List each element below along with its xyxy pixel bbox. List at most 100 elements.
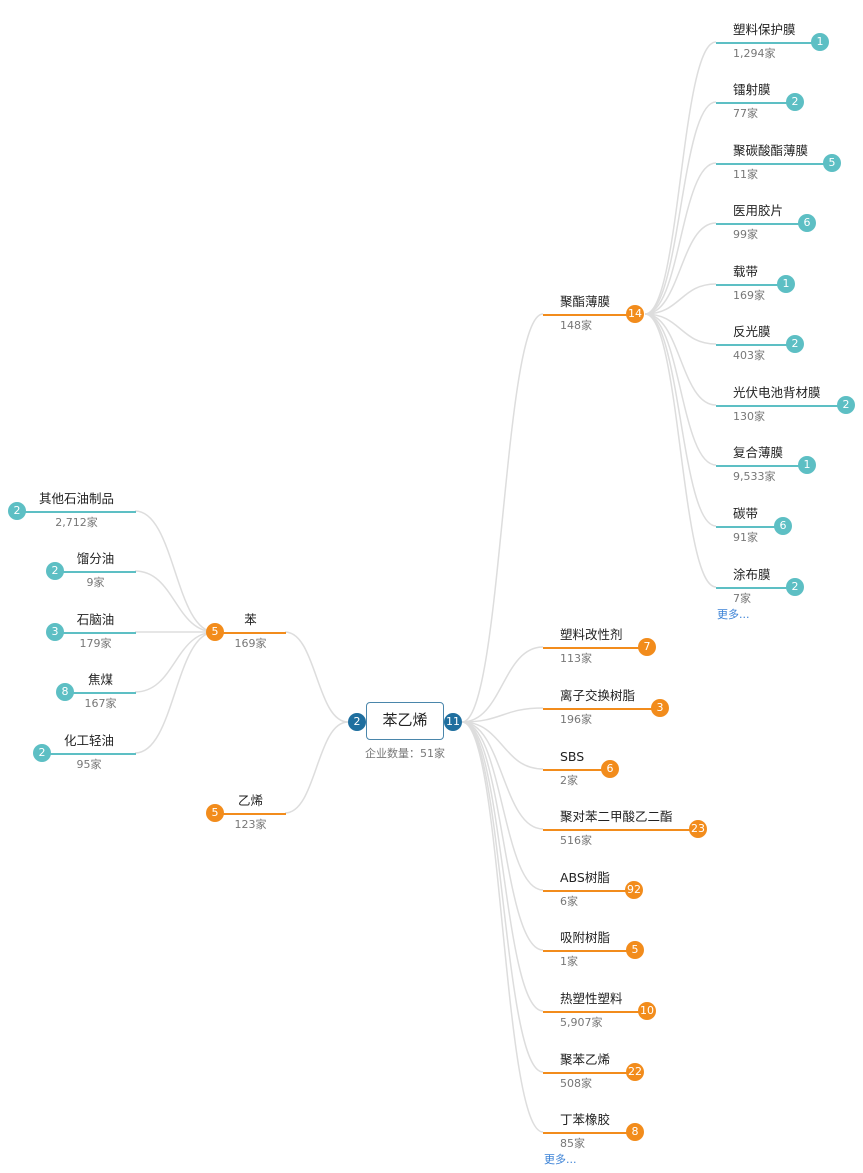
link-root-downstream-7 bbox=[461, 721, 544, 951]
link-downstream-1-child-9 bbox=[644, 313, 717, 527]
downstream-1-child-1-label: 塑料保护膜 bbox=[733, 22, 796, 37]
downstream-1-child-10-badge[interactable]: 2 bbox=[786, 578, 804, 596]
downstream-1-child-1-underline bbox=[716, 42, 820, 44]
link-downstream-1-child-5 bbox=[644, 283, 717, 315]
link-root-downstream-5 bbox=[461, 721, 544, 830]
downstream-node-3-count: 196家 bbox=[560, 713, 592, 726]
downstream-1-child-5-badge[interactable]: 1 bbox=[777, 275, 795, 293]
upstream-1-child-5-badge[interactable]: 2 bbox=[33, 744, 51, 762]
downstream-1-child-3-badge[interactable]: 5 bbox=[823, 154, 841, 172]
upstream-node-2-badge[interactable]: 5 bbox=[206, 804, 224, 822]
downstream-node-6-badge[interactable]: 92 bbox=[625, 881, 643, 899]
downstream-1-child-8-badge[interactable]: 1 bbox=[798, 456, 816, 474]
downstream-node-1-badge[interactable]: 14 bbox=[626, 305, 644, 323]
downstream-1-child-10[interactable]: 涂布膜 7家 bbox=[716, 567, 795, 607]
link-downstream-1-child-8 bbox=[644, 313, 717, 466]
upstream-1-child-2-badge[interactable]: 2 bbox=[46, 562, 64, 580]
downstream-1-child-6-badge[interactable]: 2 bbox=[786, 335, 804, 353]
downstream-node-2-underline bbox=[543, 647, 647, 649]
upstream-1-child-3-count: 179家 bbox=[79, 637, 112, 650]
downstream-node-7-badge[interactable]: 5 bbox=[626, 941, 644, 959]
downstream-node-9-label: 聚苯乙烯 bbox=[560, 1052, 611, 1067]
upstream-node-2-underline bbox=[215, 813, 286, 815]
downstream-1-child-1-count: 1,294家 bbox=[733, 47, 776, 60]
downstream-node-3-badge[interactable]: 3 bbox=[651, 699, 669, 717]
upstream-1-child-2-label: 馏分油 bbox=[76, 551, 115, 566]
downstream-1-child-10-label: 涂布膜 bbox=[733, 567, 771, 582]
upstream-1-child-3-badge[interactable]: 3 bbox=[46, 623, 64, 641]
root-downstream-badge[interactable]: 11 bbox=[444, 713, 462, 731]
link-downstream-1-child-7 bbox=[644, 313, 717, 406]
root-node[interactable]: 苯乙烯 bbox=[366, 702, 444, 740]
link-downstream-1-child-1 bbox=[644, 41, 717, 315]
upstream-node-1-label: 苯 bbox=[244, 612, 257, 627]
link-upstream-1-child-5 bbox=[134, 631, 216, 754]
link-root-upstream-2 bbox=[284, 721, 349, 814]
downstream-1-child-2-underline bbox=[716, 102, 795, 104]
downstream-node-10-badge[interactable]: 8 bbox=[626, 1123, 644, 1141]
downstream-1-child-1[interactable]: 塑料保护膜 1,294家 bbox=[716, 22, 820, 62]
downstream-node-4-underline bbox=[543, 769, 610, 771]
downstream-node-4-badge[interactable]: 6 bbox=[601, 760, 619, 778]
downstream-1-child-3-underline bbox=[716, 163, 832, 165]
link-downstream-1-child-10 bbox=[644, 313, 717, 588]
downstream-node-1-underline bbox=[543, 314, 635, 316]
downstream-1-child-10-count: 7家 bbox=[733, 592, 751, 605]
downstream-1-child-7-badge[interactable]: 2 bbox=[837, 396, 855, 414]
downstream-node-8-badge[interactable]: 10 bbox=[638, 1002, 656, 1020]
upstream-node-2-count: 123家 bbox=[234, 818, 267, 831]
link-root-downstream-4 bbox=[461, 721, 544, 770]
downstream-1-child-2-count: 77家 bbox=[733, 107, 758, 120]
downstream-1-child-4-badge[interactable]: 6 bbox=[798, 214, 816, 232]
downstream-1-child-5-label: 载带 bbox=[733, 264, 759, 279]
upstream-1-child-5-label: 化工轻油 bbox=[63, 733, 114, 748]
downstream-1-child-6-label: 反光膜 bbox=[733, 324, 771, 339]
upstream-1-child-1-badge[interactable]: 2 bbox=[8, 502, 26, 520]
upstream-node-1-badge[interactable]: 5 bbox=[206, 623, 224, 641]
downstream-node-2-badge[interactable]: 7 bbox=[638, 638, 656, 656]
downstream-1-more-link[interactable]: 更多... bbox=[717, 608, 750, 621]
downstream-1-child-6-underline bbox=[716, 344, 795, 346]
downstream-1-child-9-badge[interactable]: 6 bbox=[774, 517, 792, 535]
downstream-1-child-2-badge[interactable]: 2 bbox=[786, 93, 804, 111]
link-root-downstream-3 bbox=[461, 707, 544, 723]
link-root-downstream-2 bbox=[461, 646, 544, 723]
downstream-more-link[interactable]: 更多... bbox=[544, 1153, 577, 1166]
upstream-1-child-1-count: 2,712家 bbox=[55, 516, 98, 529]
root-upstream-badge[interactable]: 2 bbox=[348, 713, 366, 731]
downstream-node-9-badge[interactable]: 22 bbox=[626, 1063, 644, 1081]
upstream-1-child-4-badge[interactable]: 8 bbox=[56, 683, 74, 701]
downstream-1-child-8-underline bbox=[716, 465, 807, 467]
downstream-1-child-5-underline bbox=[716, 284, 786, 286]
downstream-node-5-badge[interactable]: 23 bbox=[689, 820, 707, 838]
downstream-1-child-4-underline bbox=[716, 223, 807, 225]
downstream-node-8-underline bbox=[543, 1011, 647, 1013]
downstream-node-4-label: SBS bbox=[560, 749, 585, 764]
downstream-1-child-1-badge[interactable]: 1 bbox=[811, 33, 829, 51]
